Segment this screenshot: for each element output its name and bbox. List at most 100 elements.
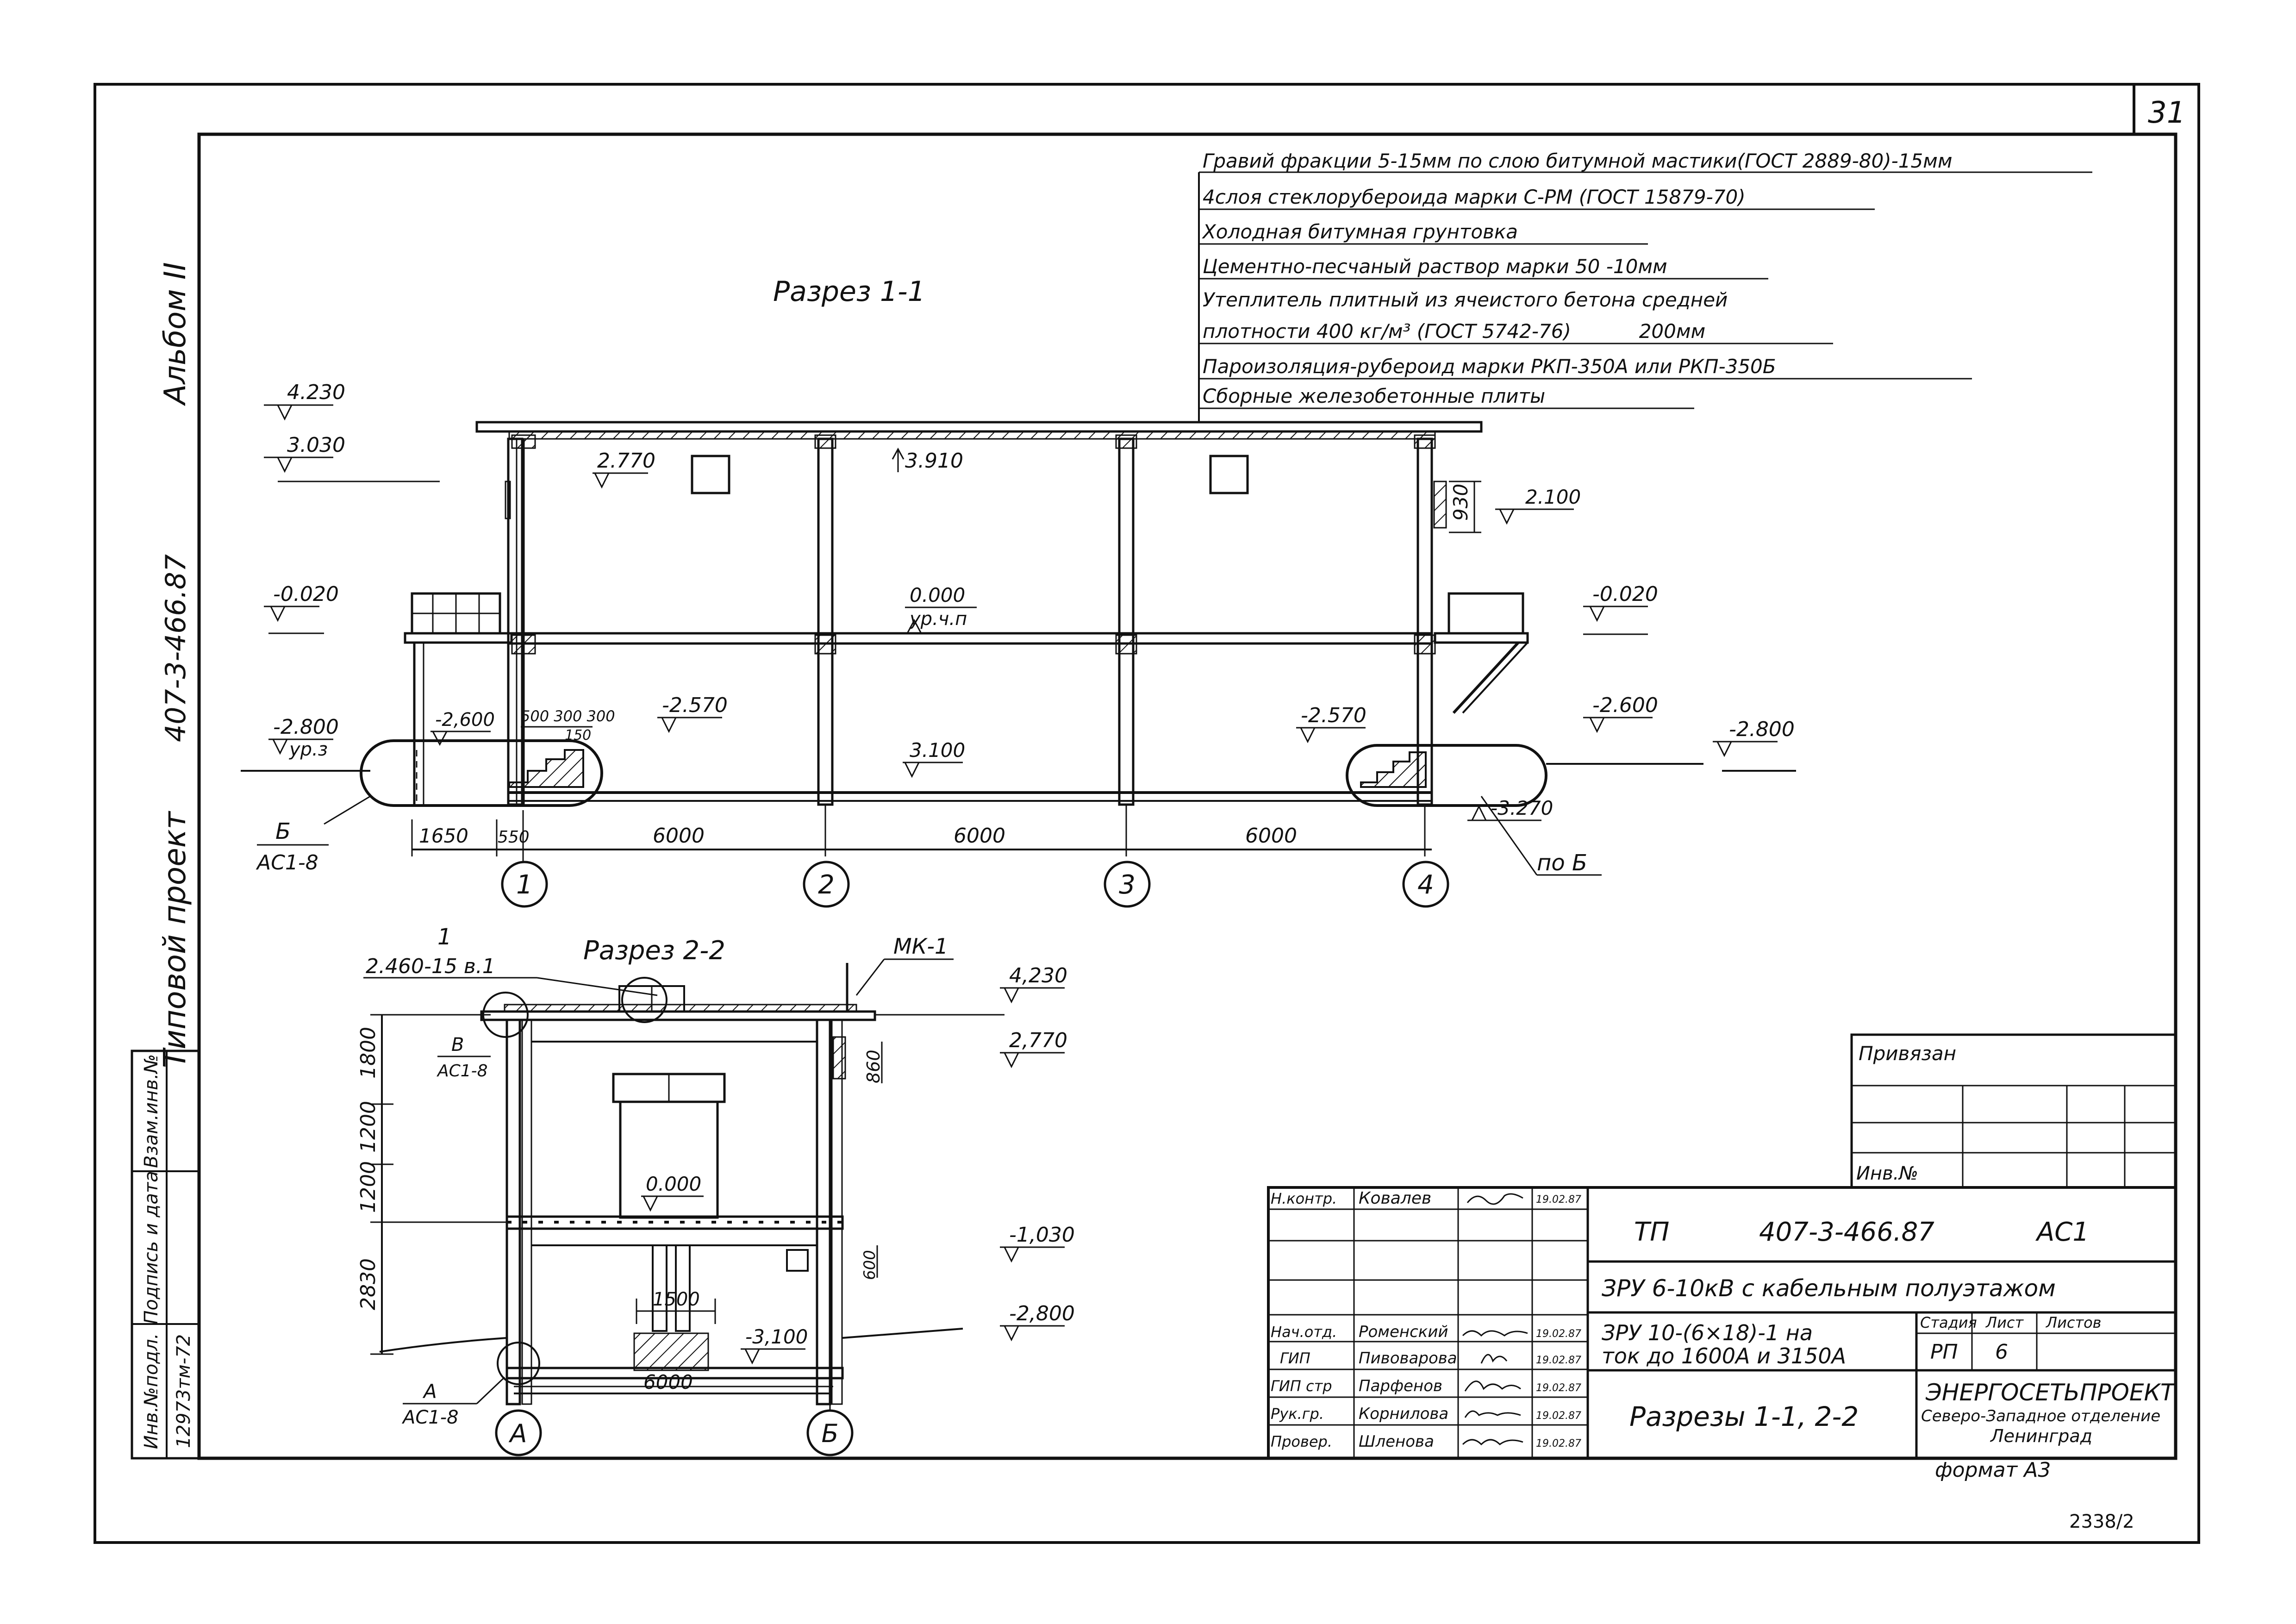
callout-a-ref: АС1-8 [401,1407,459,1428]
roof-layer-7: Пароизоляция-рубероид марки РКП-350А или… [1203,355,1776,378]
org-city: Ленинград [1990,1426,2092,1446]
inv-no-label: Инв.№ [1856,1163,1918,1184]
stage-header: Стадия [1920,1314,1977,1331]
role-ruk-gr: Рук.гр. [1271,1405,1324,1423]
project-code-vertical: 407-3-466.87 [160,554,192,742]
level-urz: ур.з [289,739,328,760]
sheet-frame: 31 [94,83,2200,1544]
level-minus-2570-right: -2.570 [1301,704,1366,727]
axis-3: 3 [1119,870,1136,900]
roof-layers-list: Гравий фракции 5-15мм по слою битумной м… [1198,150,2092,421]
section-1-1-axes: 1 2 3 4 [501,856,1449,908]
subject-line-2: ток до 1600А и 3150А [1602,1343,1846,1368]
stage-value: РП [1930,1340,1958,1364]
signature-0 [1466,1193,1523,1205]
mark-1-ref: 2.460-15 в.1 [366,955,495,978]
title-block: Привязан Инв.№ Н.контр. Ковалев 19.02.87… [1267,1033,2177,1460]
level-minus-2600-left: -2,600 [435,709,495,731]
level-2-0000: 0.000 [646,1173,701,1195]
callout-v-ref: АС1-8 [437,1062,488,1081]
left-strip: Альбом II 407-3-466.87 Типовой проект Вз… [131,262,200,1460]
dim-6000-b: 6000 [954,824,1005,848]
level-3100: 3.100 [910,739,965,762]
dim-1650: 1650 [419,824,468,847]
level-minus-2800-right: -2.800 [1729,718,1795,741]
level-minus-2800-left: -2.800 [273,715,339,739]
signature-4 [1464,1410,1521,1418]
name-romensky: Роменский [1359,1323,1448,1341]
level-2-2770: 2,770 [1009,1029,1067,1052]
level-2-600: 600 [861,1250,879,1280]
level-urchp: ур.ч.п [909,608,967,630]
level-minus-2600-right: -2.600 [1592,693,1658,717]
vdim-2830: 2830 [356,1258,380,1310]
role-nach-otd: Нач.отд. [1271,1323,1337,1341]
tp-label: ТП [1634,1217,1669,1247]
object-name: ЗРУ 6-10кВ с кабельным полуэтажом [1602,1275,2056,1302]
level-2770: 2.770 [597,449,655,473]
callout-b-ref: АС1-8 [256,851,318,874]
role-prover: Провер. [1271,1433,1332,1450]
date-0: 19.02.87 [1536,1194,1581,1206]
subject-line-1: ЗРУ 10-(6×18)-1 на [1602,1320,1813,1345]
section-1-1-callouts: Б АС1-8 по Б [256,795,1602,876]
po-b-label: по Б [1537,850,1587,876]
role-n-kontr: Н.контр. [1271,1190,1337,1207]
roof-layer-8: Сборные железобетонные плиты [1203,385,1545,407]
level-minus-0020-right: -0.020 [1592,582,1658,606]
building-section-1-1 [241,421,1796,807]
level-minus-2570-left: -2.570 [662,693,728,717]
role-gip: ГИП [1280,1349,1310,1367]
roof-layer-1: Гравий фракции 5-15мм по слою битумной м… [1203,150,1953,172]
level-0000: 0.000 [910,584,965,606]
level-2-minus-3100: -3,100 [745,1325,808,1348]
signature-3 [1464,1380,1521,1392]
bottom-code: 2338/2 [2069,1511,2134,1532]
sheet-number: 31 [2148,96,2185,130]
level-4230: 4.230 [287,381,345,404]
roof-layer-4: Цементно-песчаный раствор марки 50 -10мм [1203,255,1667,278]
vdim-1200-a: 1200 [356,1101,380,1153]
mark-1: 1 [437,924,452,950]
album-label: Альбом II [158,262,193,406]
roof-layer-6: плотности 400 кг/м³ (ГОСТ 5742-76) 200мм [1203,320,1705,343]
section-2-2-levels: 4,230 2,770 860 0.000 -1,030 600 -2,800 … [636,964,1075,1365]
level-2-860: 860 [863,1049,884,1083]
dim-6000-c: 6000 [1245,824,1297,848]
vdim-1800: 1800 [356,1027,380,1079]
callout-v-letter: В [451,1034,464,1056]
privyazan-label: Привязан [1859,1042,1956,1065]
org-name: ЭНЕРГОСЕТЬПРОЕКТ [1925,1379,2176,1406]
callout-b-letter: Б [275,818,291,844]
level-minus-0020-left: -0.020 [273,582,339,606]
building-section-2-2 [379,963,963,1405]
sheets-header: Листов [2046,1314,2102,1331]
project-code: 407-3-466.87 [1759,1217,1934,1247]
date-2: 19.02.87 [1536,1355,1581,1366]
section-1-1: Разрез 1-1 Гравий фракции 5-15мм по слою… [241,150,2092,908]
section-1-1-dimensions: 1650 550 6000 6000 6000 [411,806,1432,856]
level-2-minus-1030: -1,030 [1009,1223,1075,1247]
name-kovalev: Ковалев [1359,1189,1431,1208]
stamp-replacement-inv: Взам.инв.№ [141,1054,162,1168]
dim-550: 550 [498,828,530,847]
axis-1: 1 [516,870,533,900]
signature-1 [1462,1330,1528,1337]
date-4: 19.02.87 [1536,1410,1581,1422]
name-shlenova: Шленова [1359,1432,1434,1451]
drawing-title: Разрезы 1-1, 2-2 [1629,1401,1859,1432]
name-parfenov: Парфенов [1359,1377,1442,1395]
date-5: 19.02.87 [1536,1438,1581,1449]
org-branch: Северо-Западное отделение [1921,1407,2160,1425]
level-2-minus-2800: -2,800 [1009,1302,1075,1325]
roof-layer-5: Утеплитель плитный из ячеистого бетона с… [1203,288,1728,311]
name-pivovarova: Пивоварова [1359,1349,1457,1368]
section-2-2-vertical-dims: 1800 1200 1200 2830 [356,1014,507,1355]
roof-layer-3: Холодная битумная грунтовка [1202,220,1518,243]
axis-b: Б [821,1419,838,1448]
roof-layer-2: 4слоя стеклорубероида марки С-РМ (ГОСТ 1… [1203,186,1746,208]
dim-6000-a: 6000 [653,824,705,848]
level-2100: 2.100 [1525,486,1581,508]
format-label: формат А3 [1935,1458,2051,1482]
